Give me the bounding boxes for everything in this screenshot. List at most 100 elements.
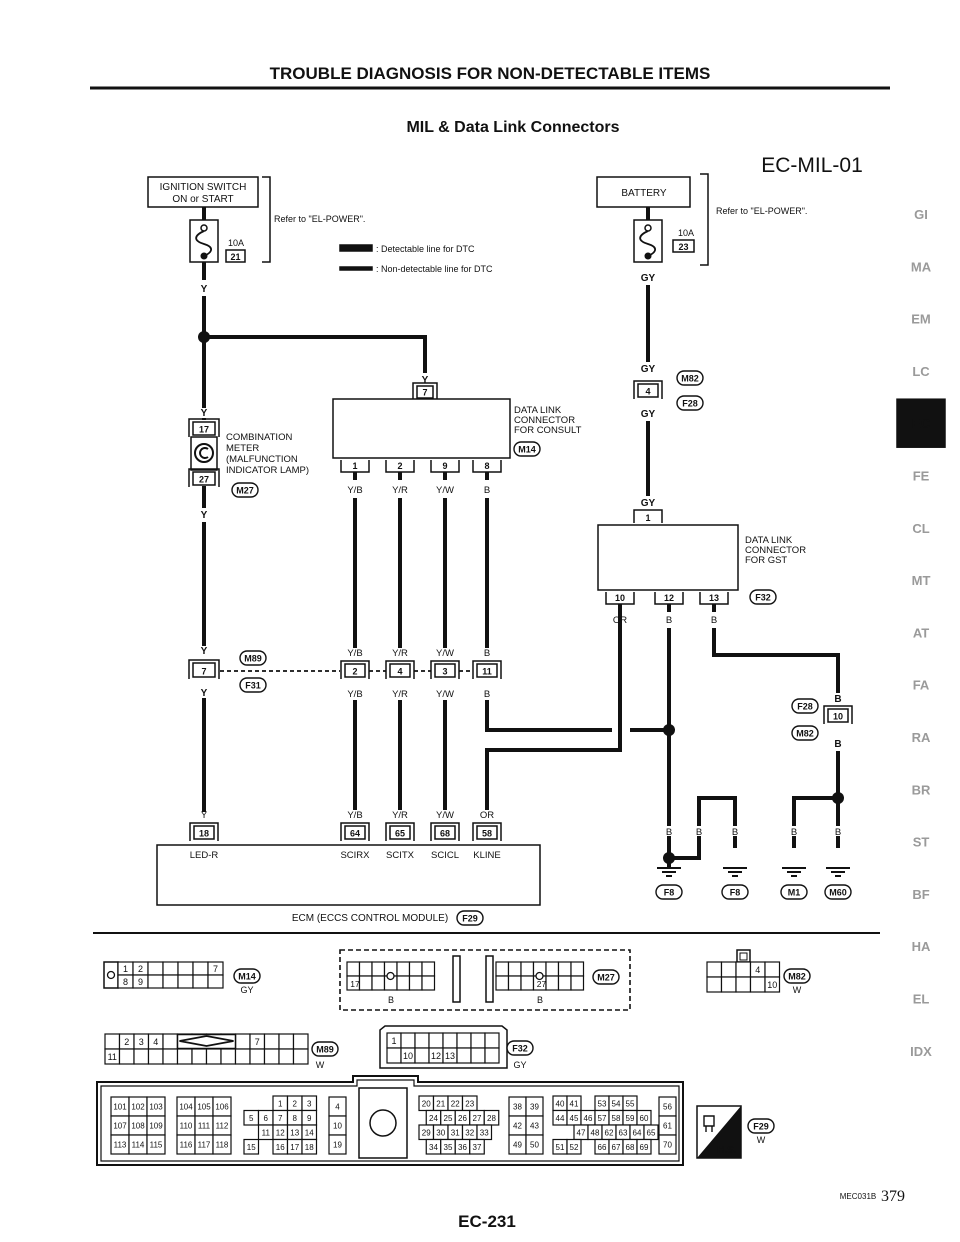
dlc-consult-box — [332, 398, 511, 459]
side-index-tab[interactable]: BR — [912, 782, 931, 797]
terminal-cell — [212, 1134, 232, 1155]
pin-housing — [633, 380, 663, 399]
connector-tag: F32 — [506, 1040, 534, 1056]
terminal-number: 10 — [333, 1122, 342, 1131]
side-index-tab[interactable]: AT — [913, 625, 929, 640]
terminal-cell — [764, 961, 781, 978]
ecm-terminal-label: SCIRX — [340, 850, 370, 861]
pin-housing — [430, 822, 460, 841]
f29-socket-icon — [369, 1109, 397, 1137]
splice-junction-dot — [832, 792, 844, 804]
terminal-cell — [566, 1138, 582, 1155]
side-index-tab[interactable]: MA — [911, 259, 932, 274]
terminal-number: 67 — [612, 1143, 621, 1152]
terminal-cell — [484, 1032, 500, 1049]
legend-detectable-swatch — [339, 244, 373, 252]
pin-box — [416, 385, 434, 399]
terminal-number: 42 — [513, 1122, 522, 1131]
terminal-cell — [234, 1033, 251, 1050]
terminal-number: 29 — [422, 1128, 431, 1137]
terminal-number: 65 — [647, 1128, 656, 1137]
terminal-number: 13 — [445, 1051, 455, 1061]
side-index-tab[interactable]: LC — [912, 364, 930, 379]
terminal-number: 10 — [767, 980, 777, 990]
terminal-number: 69 — [640, 1143, 649, 1152]
terminal-number: 25 — [444, 1114, 453, 1123]
pin-number: 68 — [440, 829, 450, 839]
terminal-cell — [421, 975, 436, 991]
terminal-cell — [456, 1032, 472, 1049]
terminal-cell — [177, 974, 194, 989]
combination-meter-label: COMBINATION — [226, 432, 292, 443]
side-index-tab[interactable]: EL — [913, 992, 930, 1007]
pin-box — [476, 825, 498, 840]
side-index-tab[interactable]: IDX — [910, 1044, 932, 1059]
ecm-terminal-label: LED-R — [190, 850, 219, 861]
bracket — [262, 176, 271, 263]
terminal-number: 28 — [487, 1114, 496, 1123]
terminal-number: 107 — [113, 1122, 127, 1131]
side-index-tab[interactable]: EC — [912, 416, 931, 431]
terminal-number: 115 — [150, 1141, 163, 1150]
terminal-cell — [358, 975, 373, 991]
terminal-cell — [176, 1048, 193, 1065]
diagram-code: EC-MIL-01 — [761, 154, 863, 177]
side-index-tab[interactable]: CL — [912, 521, 929, 536]
side-index-tab[interactable]: FA — [913, 678, 930, 693]
side-index-tab[interactable]: EM — [911, 312, 931, 327]
pin-number: 7 — [422, 388, 427, 398]
wire-color-label: Y/R — [392, 648, 408, 659]
pin-number: 13 — [709, 593, 719, 603]
ecm-terminal-label: SCITX — [386, 850, 415, 861]
m82-connector-face: 410 — [706, 961, 781, 993]
pin-number: 12 — [664, 593, 674, 603]
pin-number: 18 — [199, 829, 209, 839]
connector-tag-oval — [239, 650, 267, 666]
connector-pin: 58 — [472, 822, 502, 841]
pin-housing — [472, 822, 502, 841]
pin-number: 65 — [395, 829, 405, 839]
connector-tag: M89 — [239, 650, 267, 666]
connector-tag-label: M82 — [796, 729, 814, 739]
connector-pin: 18 — [189, 822, 219, 841]
terminal-number: 9 — [138, 977, 143, 987]
side-index-tab[interactable]: ST — [913, 835, 930, 850]
combination-meter-label: INDICATOR LAMP) — [226, 465, 309, 476]
terminal-cell — [147, 974, 164, 989]
terminal-number: 54 — [612, 1099, 621, 1108]
terminal-cell — [735, 961, 752, 978]
terminal-cell — [278, 1033, 295, 1050]
connector-color: B — [388, 995, 394, 1005]
ignition-switch-label: IGNITION SWITCH — [160, 182, 247, 193]
terminal-cell — [520, 975, 535, 991]
connector-tag-label: F28 — [682, 399, 698, 409]
side-index-tab[interactable]: BF — [912, 887, 929, 902]
terminal-cell — [386, 1047, 402, 1064]
wire-color-label: B — [666, 615, 672, 626]
terminal-number: 66 — [598, 1143, 607, 1152]
connector-pin: 68 — [430, 822, 460, 841]
terminal-cell — [220, 1048, 237, 1065]
side-index-tab[interactable]: FE — [913, 469, 930, 484]
terminal-number: 2 — [138, 964, 143, 974]
terminal-number: 8 — [123, 977, 128, 987]
terminal-cell — [301, 1138, 318, 1155]
lamp-filament — [199, 447, 209, 459]
connector-tag-oval — [456, 910, 484, 926]
terminal-cell — [469, 1138, 485, 1155]
terminal-number: 10 — [403, 1051, 413, 1061]
connector-pin: 17 — [188, 418, 220, 437]
side-index-tab[interactable]: HA — [912, 939, 931, 954]
side-index-tab[interactable]: GI — [914, 207, 928, 222]
wire-color-label: B — [834, 739, 841, 750]
battery-label: BATTERY — [621, 188, 667, 199]
terminal-cell — [470, 1032, 486, 1049]
terminal-cell — [162, 1033, 179, 1050]
connector-tag: M27 — [231, 482, 259, 498]
locator-icon — [106, 970, 116, 980]
terminal-cell — [162, 961, 179, 976]
terminal-number: 38 — [513, 1103, 522, 1112]
side-index-tab[interactable]: MT — [912, 573, 931, 588]
pin-housing — [385, 822, 415, 841]
side-index-tab[interactable]: RA — [912, 730, 931, 745]
